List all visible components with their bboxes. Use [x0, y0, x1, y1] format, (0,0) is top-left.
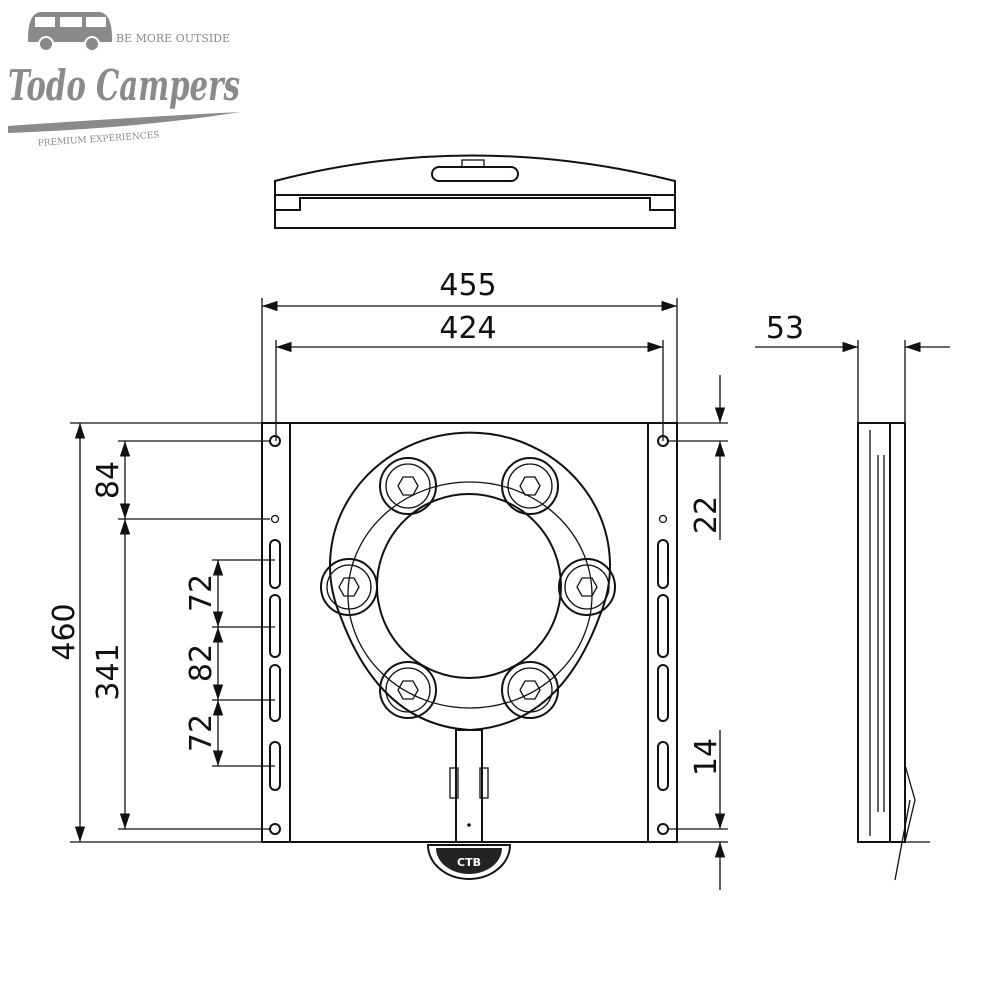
dim-14: 14	[689, 738, 724, 776]
dim-455: 455	[439, 268, 496, 303]
dimension-lines	[70, 298, 950, 890]
van-icon	[28, 12, 112, 52]
dim-72-top: 72	[184, 574, 219, 612]
logo-tagline-top: BE MORE OUTSIDE	[116, 32, 230, 45]
dim-53: 53	[766, 311, 804, 346]
dim-84: 84	[91, 461, 126, 499]
dim-460: 460	[47, 603, 82, 660]
top-view	[274, 154, 676, 229]
handle-label: CTB	[457, 856, 481, 869]
logo-tagline-bottom: PREMIUM EXPERIENCES	[38, 131, 160, 149]
logo-brand-name: Todo Campers	[8, 61, 240, 110]
front-view-plate: CTB	[261, 422, 678, 880]
dim-72-bottom: 72	[184, 714, 219, 752]
release-lever: CTB	[426, 729, 512, 880]
brand-logo: BE MORE OUTSIDE Todo Campers PREMIUM EXP…	[8, 12, 240, 149]
dim-424: 424	[439, 311, 496, 346]
dim-22: 22	[689, 496, 724, 534]
swivel-ring	[329, 431, 611, 732]
mounting-slots	[269, 539, 669, 791]
dim-341: 341	[91, 643, 126, 700]
dim-82: 82	[184, 644, 219, 682]
mounting-holes	[269, 435, 669, 835]
logo-swoosh	[8, 112, 240, 133]
bolt-icons	[320, 457, 616, 719]
dimension-labels: 455 424 53 460 84 341 72 82 72 22 14	[47, 268, 804, 776]
side-view	[857, 422, 930, 881]
